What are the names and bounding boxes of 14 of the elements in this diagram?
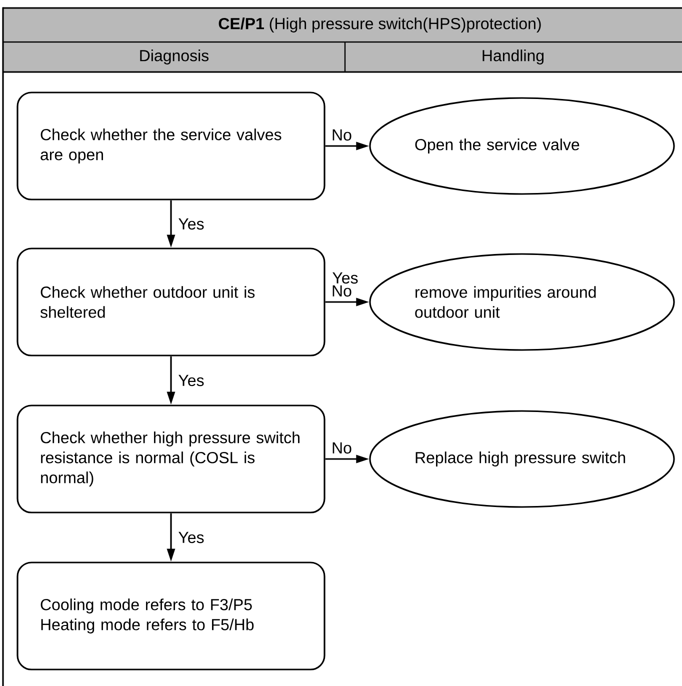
- process-box: Check whether outdoor unit is sheltered: [16, 248, 326, 356]
- process-box: Cooling mode refers to F3/P5 Heating mode refers to F5/Hb: [16, 562, 326, 670]
- process-box: Check whether the service valves are open: [16, 92, 326, 200]
- edge-label: No: [332, 129, 352, 141]
- edge-label: Yes: [178, 218, 204, 230]
- table-title: CE/P1 (High pressure switch(HPS)protection): [218, 18, 541, 32]
- process-box: Check whether high pressure switch resistance is normal (COSL is normal): [16, 404, 326, 514]
- branch-label: Yes: [332, 272, 358, 284]
- column-header: Diagnosis: [140, 50, 209, 64]
- edge-label: Yes: [178, 532, 204, 544]
- edge-label: No: [332, 285, 352, 297]
- edge-label: Yes: [178, 374, 204, 386]
- column-header: Handling: [482, 50, 544, 64]
- edge-label: No: [332, 442, 352, 454]
